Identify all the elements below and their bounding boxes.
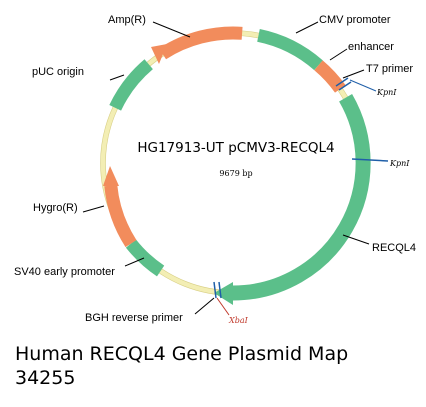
t7-primer-mark — [335, 77, 352, 91]
xbai-label: XbaI — [228, 316, 249, 325]
amp-arrowhead — [151, 44, 167, 64]
caption-id: 34255 — [15, 367, 76, 389]
kpni-label-2: KpnI — [389, 159, 410, 168]
cmv-promoter-label: CMV promoter — [319, 14, 391, 26]
cmv-promoter-arc — [257, 29, 323, 71]
recql4-arc — [232, 94, 371, 301]
puc-origin-leader — [109, 74, 125, 81]
t7-primer-leader — [342, 69, 365, 79]
kpni-site-mark-1 — [349, 79, 377, 92]
recql4-arrowhead — [214, 282, 233, 305]
bgh-primer-mark — [213, 281, 222, 299]
recql4-label: RECQL4 — [372, 242, 416, 254]
bgh-leader — [194, 297, 215, 315]
sv40-early-promoter-arc — [125, 239, 165, 277]
plasmid-map: HG17913-UT pCMV3-RECQL4 9679 bp Amp(R) C… — [14, 14, 416, 325]
hygro-label: Hygro(R) — [33, 202, 78, 214]
hygro-arc — [104, 184, 137, 248]
puc-origin-label: pUC origin — [32, 66, 84, 78]
amp-leader — [152, 21, 191, 38]
amp-label: Amp(R) — [108, 14, 146, 26]
enhancer-leader — [329, 48, 348, 61]
kpni-site-mark-2 — [351, 158, 389, 162]
plasmid-name: HG17913-UT pCMV3-RECQL4 — [137, 140, 334, 156]
cmv-promoter-leader — [295, 21, 319, 34]
kpni-label-1: KpnI — [376, 88, 397, 97]
hygro-leader — [82, 205, 105, 213]
hygro-arrowhead — [103, 166, 119, 186]
puc-origin-arc — [109, 59, 154, 111]
plasmid-size: 9679 bp — [219, 169, 252, 178]
caption-title: Human RECQL4 Gene Plasmid Map — [15, 343, 349, 365]
bgh-label: BGH reverse primer — [85, 312, 183, 324]
t7-primer-label: T7 primer — [366, 63, 413, 75]
amp-arc — [158, 26, 243, 60]
sv40-label: SV40 early promoter — [14, 266, 115, 278]
sv40-leader — [124, 257, 145, 267]
page-caption: Human RECQL4 Gene Plasmid Map 34255 — [15, 342, 348, 390]
enhancer-label: enhancer — [348, 41, 394, 53]
xbai-site-mark — [216, 297, 230, 316]
recql4-leader — [342, 234, 370, 245]
